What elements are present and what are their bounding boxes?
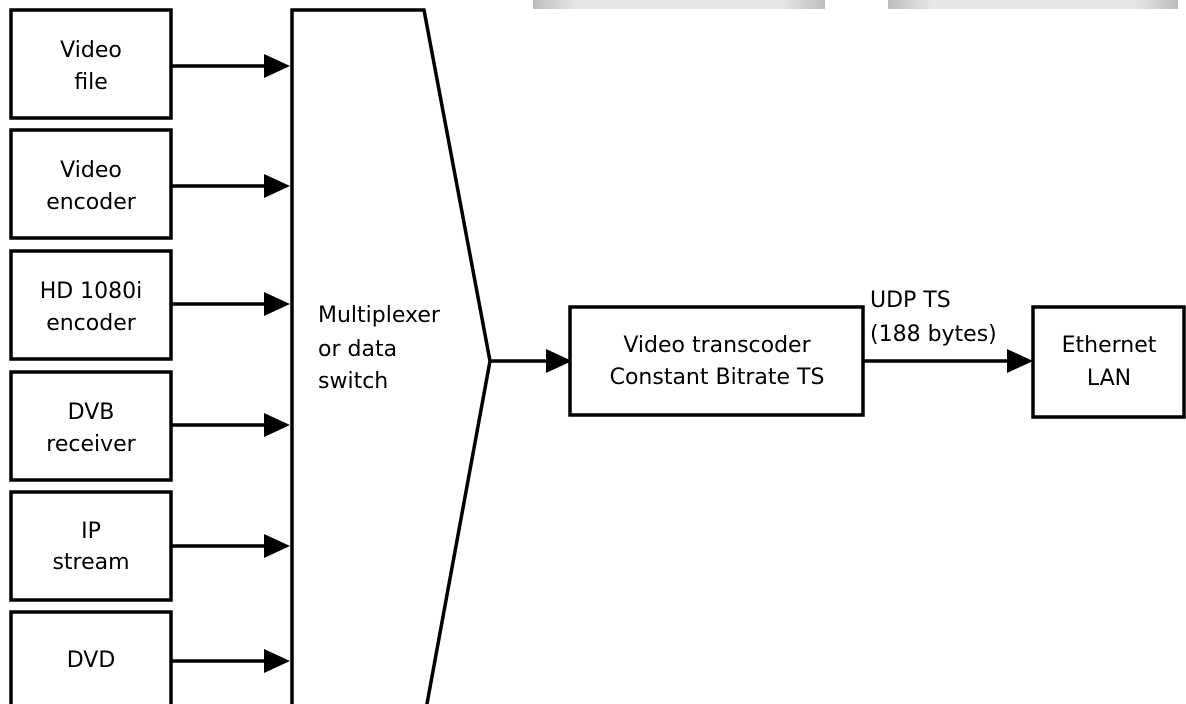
source-label: IP	[81, 519, 101, 544]
arrow-head	[264, 174, 290, 198]
source-hd-1080i-encoder: HD 1080i encoder	[9, 249, 173, 361]
arrow-head	[264, 54, 290, 78]
arrow-head	[264, 413, 290, 437]
top-strip-left	[533, 0, 825, 9]
source-label: DVD	[67, 648, 116, 673]
arrow-head	[546, 349, 572, 373]
top-strip-right	[888, 0, 1178, 9]
link-label: UDP TS	[870, 288, 951, 313]
transcoder-label: Constant Bitrate TS	[610, 365, 825, 390]
source-label: Video	[60, 158, 122, 183]
source-label: DVB	[68, 400, 115, 425]
multiplexer-label: switch	[318, 369, 388, 394]
source-video-encoder: Video encoder	[9, 128, 173, 240]
source-arrows	[171, 54, 290, 673]
multiplexer-label: Multiplexer	[318, 303, 441, 328]
source-ip-stream: IP stream	[9, 490, 173, 602]
source-label: Video	[60, 38, 122, 63]
multiplexer-block: Multiplexer or data switch	[290, 8, 492, 704]
lan-block: Ethernet LAN	[1031, 305, 1186, 419]
source-label: file	[74, 70, 108, 95]
source-video-file: Video file	[9, 8, 173, 120]
source-label: stream	[52, 550, 129, 575]
source-label: HD 1080i	[40, 279, 143, 304]
arrow-head	[264, 649, 290, 673]
source-label: receiver	[46, 432, 136, 457]
transcoder-to-lan-arrow	[863, 349, 1033, 373]
mux-to-transcoder-arrow	[490, 349, 572, 373]
lan-label: LAN	[1087, 366, 1131, 391]
source-label: encoder	[46, 190, 137, 215]
source-dvd: DVD	[9, 610, 173, 704]
link-label: (188 bytes)	[870, 322, 997, 347]
transcoder-label: Video transcoder	[623, 333, 811, 358]
arrow-head	[1007, 349, 1033, 373]
transcoder-block: Video transcoder Constant Bitrate TS	[568, 305, 865, 417]
arrow-head	[264, 534, 290, 558]
source-label: encoder	[46, 311, 137, 336]
source-dvb-receiver: DVB receiver	[9, 370, 173, 482]
lan-label: Ethernet	[1062, 333, 1157, 358]
arrow-head	[264, 292, 290, 316]
multiplexer-label: or data	[318, 337, 397, 362]
